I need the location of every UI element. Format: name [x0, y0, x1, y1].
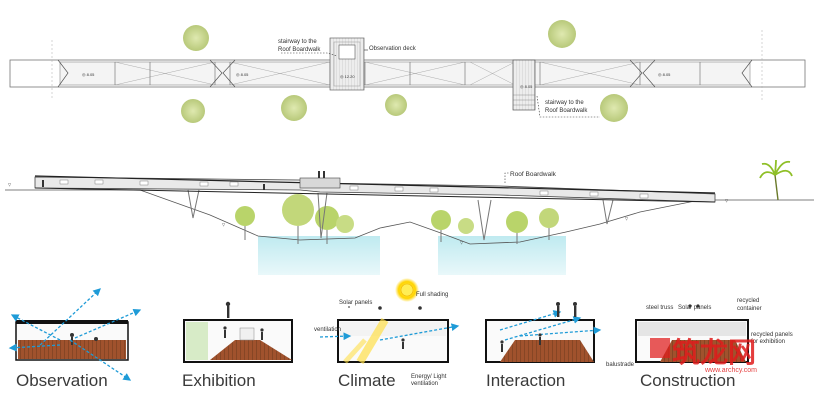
- svg-text:▽: ▽: [222, 222, 226, 227]
- svg-text:stairway to the: stairway to the: [278, 39, 317, 45]
- panel-title-climate: Climate: [338, 371, 396, 390]
- watermark-url: www.archcy.com: [704, 367, 757, 374]
- label-roof-boardwalk: Roof Boardwalk: [504, 171, 557, 183]
- svg-text:Solar panels: Solar panels: [678, 305, 711, 311]
- plan-container: [59, 61, 751, 86]
- plan-trees: [181, 20, 628, 123]
- svg-text:Full shading: Full shading: [416, 292, 448, 298]
- panel-title-interaction: Interaction: [486, 371, 565, 390]
- svg-text:Observation deck: Observation deck: [369, 46, 417, 52]
- svg-text:for exhibition: for exhibition: [751, 339, 785, 345]
- plan-tags: ◎ 8.05 ◎ 8.05 ◎ 12.20 ◎ 8.05 ◎ 8.05: [82, 72, 671, 89]
- section-trees: [235, 159, 793, 244]
- label-stair-left: stairway to the Roof Boardwalk: [278, 39, 338, 57]
- svg-text:▽: ▽: [725, 198, 729, 203]
- watermark-logo: 筑龙网: [672, 337, 756, 368]
- site-plan: ◎ 8.05 ◎ 8.05 ◎ 12.20 ◎ 8.05 ◎ 8.05 stairw…: [9, 20, 806, 123]
- section-observation-deck: [299, 177, 341, 189]
- svg-text:steel truss: steel truss: [646, 305, 673, 311]
- svg-text:Roof Boardwalk: Roof Boardwalk: [278, 47, 321, 53]
- panel-observation: Observation: [8, 288, 142, 390]
- svg-text:recycled panels: recycled panels: [751, 332, 793, 338]
- svg-text:Roof Boardwalk: Roof Boardwalk: [545, 108, 588, 114]
- plan-bracing: [114, 61, 641, 86]
- panel-climate: Solar panels Full shading ventilation Cl…: [314, 278, 460, 390]
- svg-text:◎ 12.20: ◎ 12.20: [340, 74, 355, 79]
- svg-text:▽: ▽: [8, 182, 12, 187]
- sightline-arrows: [8, 288, 142, 381]
- plan-boardwalk: [9, 59, 806, 88]
- tree-icon: [181, 99, 205, 123]
- svg-text:stairway to the: stairway to the: [545, 100, 584, 106]
- site-section: ▽ ▽ ▽ ▽ ▽ Roof Boardwalk: [5, 159, 814, 275]
- svg-text:◎ 8.05: ◎ 8.05: [658, 72, 671, 77]
- plan-stair-right: [512, 59, 536, 111]
- svg-text:Solar panels: Solar panels: [339, 300, 372, 306]
- svg-text:◎ 8.05: ◎ 8.05: [520, 84, 533, 89]
- svg-text:container: container: [737, 306, 762, 312]
- panel-exhibition: Exhibition: [182, 301, 293, 390]
- section-level-markers: ▽ ▽ ▽ ▽ ▽: [8, 182, 729, 245]
- plan-stair-left: [338, 44, 356, 60]
- watermark: 筑龙网 www.archcy.com: [650, 337, 757, 374]
- tree-icon: [385, 94, 407, 116]
- ground-profile: [5, 189, 814, 245]
- tree-icon: [183, 25, 209, 51]
- svg-text:recycled: recycled: [737, 298, 759, 304]
- svg-text:◎ 8.05: ◎ 8.05: [82, 72, 95, 77]
- section-boardwalk: [34, 176, 716, 203]
- tree-icon: [600, 94, 628, 122]
- tree-icon: [281, 95, 307, 121]
- water-body: [258, 236, 380, 275]
- palm-tree-icon: [759, 159, 793, 201]
- svg-text:Energy/ Light: Energy/ Light: [411, 374, 447, 380]
- svg-text:ventilation: ventilation: [411, 381, 438, 387]
- svg-text:ventilation: ventilation: [314, 327, 341, 333]
- water-body: [438, 236, 566, 275]
- panel-title-construction: Construction: [640, 371, 735, 390]
- panel-title-exhibition: Exhibition: [182, 371, 256, 390]
- label-stair-right: stairway to the Roof Boardwalk: [536, 95, 600, 118]
- panel-interaction: Interaction: [485, 302, 602, 390]
- svg-text:▽: ▽: [460, 240, 464, 245]
- tree-icon: [548, 20, 576, 48]
- section-supports: [187, 189, 614, 241]
- svg-text:Roof Boardwalk: Roof Boardwalk: [510, 171, 557, 178]
- svg-text:▽: ▽: [625, 216, 629, 221]
- label-observation-deck: Observation deck: [364, 46, 417, 52]
- panel-title-observation: Observation: [16, 371, 108, 390]
- svg-text:balustrade: balustrade: [606, 362, 635, 368]
- svg-text:◎ 8.05: ◎ 8.05: [236, 72, 249, 77]
